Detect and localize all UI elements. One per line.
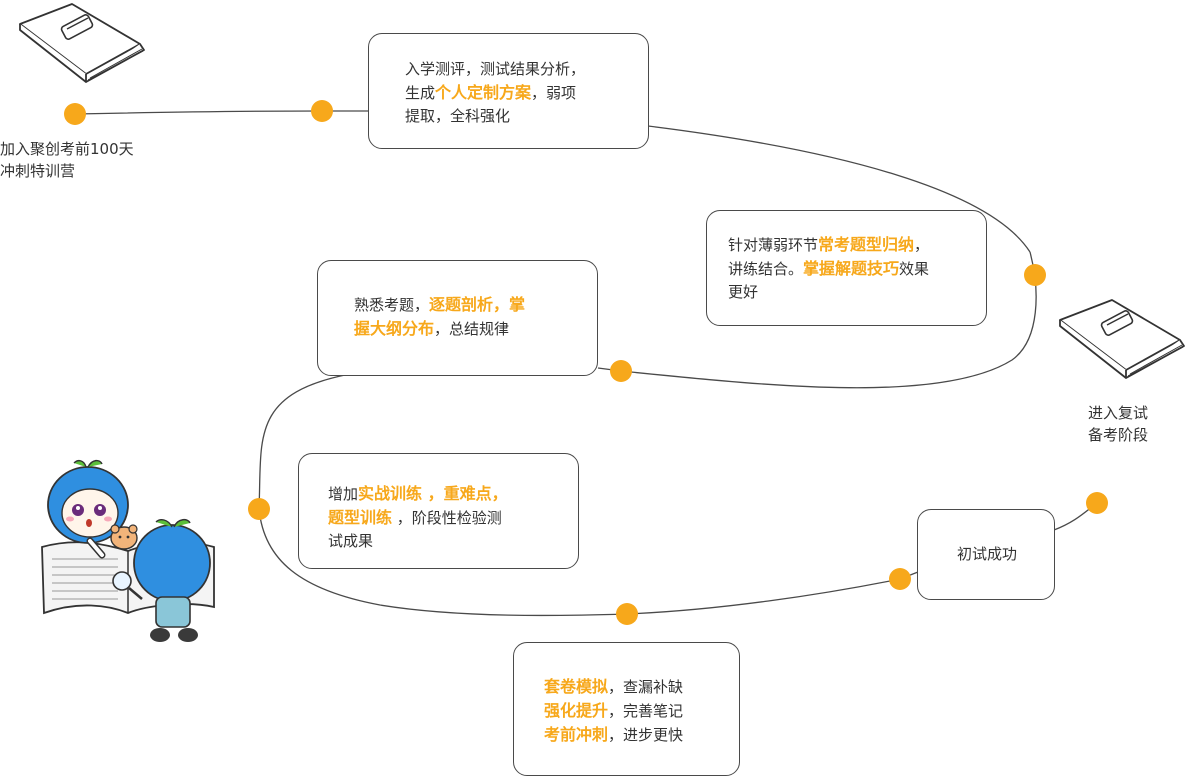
path-start-to-step1 [74, 110, 370, 115]
milestone-dot-5 [616, 603, 638, 625]
step3-highlight-1: 逐题剖析，掌 [429, 295, 526, 314]
step-box-3: 熟悉考题，逐题剖析，掌 握大纲分布，总结规律 [317, 260, 598, 376]
step1-line2: 生成个人定制方案，弱项 [405, 83, 577, 102]
notebook-icon [1059, 299, 1185, 379]
step5-highlight-1: 套卷模拟 [544, 677, 609, 696]
step2-line1: 针对薄弱环节常考题型归纳， [728, 235, 930, 254]
path-step3-to-step4 [258, 374, 346, 510]
start-label-line2: 冲刺特训营 [0, 162, 76, 180]
end-label: 进入复试 备考阶段 [1088, 402, 1148, 446]
milestone-dot-1 [311, 100, 333, 122]
milestone-dot-3 [610, 360, 632, 382]
step-box-4: 增加实战训练 ，重难点， 题型训练 ，阶段性检验测 试成果 [298, 453, 579, 569]
step-box-2: 针对薄弱环节常考题型归纳， 讲练结合。掌握解题技巧效果 更好 [706, 210, 987, 326]
milestone-dot-start [64, 103, 86, 125]
path-step4-to-step5 [258, 508, 628, 617]
step3-line1: 熟悉考题，逐题剖析，掌 [354, 295, 526, 314]
path-step2-to-step3 [597, 251, 1037, 389]
step4-line2: 题型训练 ，阶段性检验测 [328, 508, 502, 527]
milestone-dot-2 [1024, 264, 1046, 286]
step5-line3: 考前冲刺，进步更快 [544, 725, 684, 744]
step5-line1: 套卷模拟，查漏补缺 [544, 677, 684, 696]
step5-highlight-3: 考前冲刺 [544, 725, 609, 744]
step2-line2: 讲练结合。掌握解题技巧效果 [728, 259, 930, 278]
step-box-6: 初试成功 [917, 509, 1055, 600]
step2-highlight-2: 掌握解题技巧 [803, 259, 900, 278]
step2-line3: 更好 [728, 283, 759, 301]
milestone-dot-6 [889, 568, 911, 590]
step5-line2: 强化提升，完善笔记 [544, 701, 684, 720]
milestone-dot-end [1086, 492, 1108, 514]
end-label-line2: 备考阶段 [1088, 426, 1149, 444]
step-box-5: 套卷模拟，查漏补缺 强化提升，完善笔记 考前冲刺，进步更快 [513, 642, 740, 776]
start-label: 加入聚创考前100天 冲刺特训营 [0, 138, 134, 182]
end-label-line1: 进入复试 [1088, 404, 1149, 422]
step2-highlight-1: 常考题型归纳 [818, 235, 915, 254]
step4-line3: 试成果 [328, 532, 374, 550]
path-step5-to-step6 [626, 571, 919, 615]
step4-highlight-2: 题型训练 [328, 508, 393, 527]
step3-line2: 握大纲分布，总结规律 [354, 319, 510, 338]
step-box-1: 入学测评，测试结果分析， 生成个人定制方案，弱项 提取，全科强化 [368, 33, 649, 149]
start-label-line1: 加入聚创考前100天 [0, 140, 134, 158]
step1-line1: 入学测评，测试结果分析， [405, 60, 586, 78]
step1-highlight: 个人定制方案 [435, 83, 532, 102]
step5-highlight-2: 强化提升 [544, 701, 609, 720]
step4-line1: 增加实战训练 ，重难点， [328, 484, 508, 503]
step3-highlight-2: 握大纲分布 [354, 319, 435, 338]
mascot-reading-icon [41, 459, 215, 642]
step6-label: 初试成功 [956, 545, 1017, 563]
path-step1-to-step2 [647, 125, 1031, 253]
notebook-icon [19, 3, 145, 83]
step1-line3: 提取，全科强化 [405, 107, 511, 125]
milestone-dot-4 [248, 498, 270, 520]
step4-highlight-1: 实战训练 ，重难点， [358, 484, 508, 503]
